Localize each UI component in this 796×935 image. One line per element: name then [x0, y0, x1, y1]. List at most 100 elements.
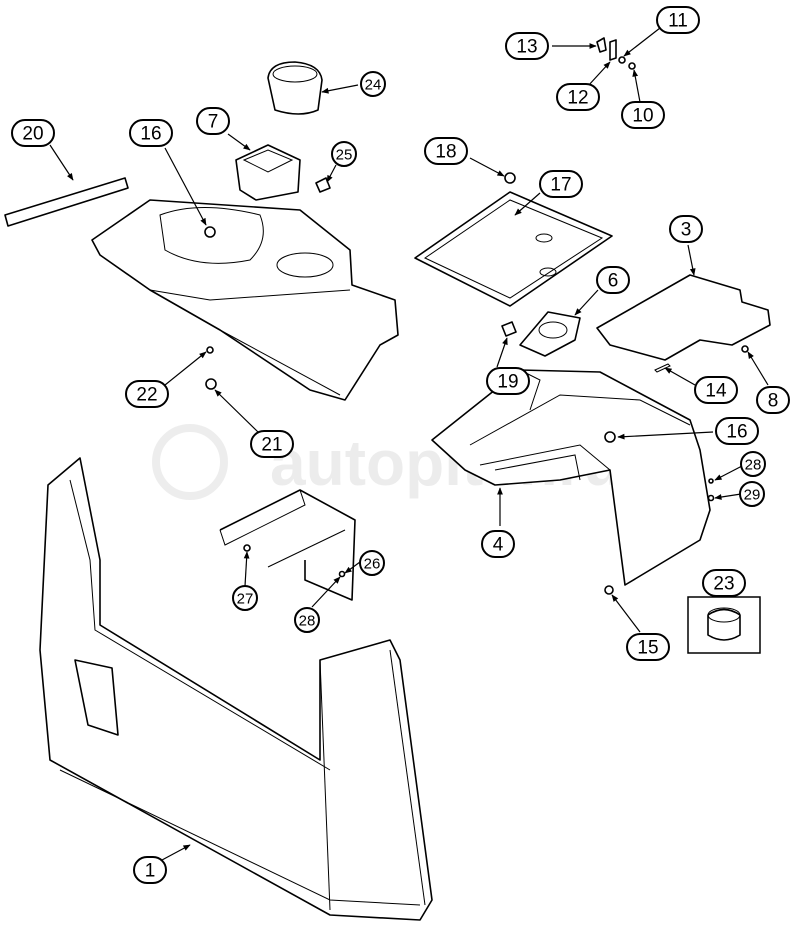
- part-14-strip: [654, 363, 671, 373]
- callout-bubble: [756, 386, 790, 414]
- callout-bubble: [739, 481, 765, 507]
- callout-bubble: [694, 376, 738, 404]
- latch-hardware: [596, 37, 636, 70]
- part-23-plug: [687, 596, 761, 654]
- part-24-cupholder: [267, 61, 323, 115]
- callout-bubble: [626, 633, 670, 661]
- callout-bubble: [556, 83, 600, 111]
- part-8-grommet: [741, 345, 749, 353]
- callout-label: 28: [745, 457, 762, 474]
- part-20-strip: [4, 177, 129, 227]
- part-17-lid: [414, 191, 613, 307]
- callout-label: 7: [208, 112, 219, 133]
- callout-26: 26: [359, 550, 385, 576]
- part-28-screw-right: [708, 478, 714, 484]
- callout-bubble: [621, 101, 665, 129]
- callout-bubble: [539, 170, 583, 198]
- callout-25: 25: [331, 141, 357, 167]
- callout-label: 13: [516, 37, 537, 58]
- callout-bubble: [481, 530, 515, 558]
- callout-bubble: [596, 266, 630, 294]
- part-28-screw-left: [338, 570, 346, 578]
- callout-6: 6: [596, 266, 630, 294]
- callout-bubble: [196, 107, 230, 135]
- callout-13: 13: [505, 32, 549, 60]
- part-22-washer: [206, 346, 214, 354]
- part-6-cupholder-insert: [519, 311, 581, 357]
- callout-label: 20: [22, 124, 43, 145]
- callout-label: 29: [744, 487, 761, 504]
- callout-bubble: [133, 856, 167, 884]
- callout-label: 21: [261, 435, 282, 456]
- callout-label: 8: [768, 391, 779, 412]
- callout-label: 6: [608, 271, 619, 292]
- callout-20: 20: [11, 119, 55, 147]
- part-19-bumper: [501, 321, 517, 337]
- callout-28: 28: [294, 607, 320, 633]
- callout-29: 29: [739, 481, 765, 507]
- callout-label: 25: [336, 147, 353, 164]
- callout-bubble: [11, 119, 55, 147]
- callout-bubble: [232, 585, 258, 611]
- part-4-console-box: [431, 369, 711, 586]
- leader-lines: [49, 27, 769, 861]
- callout-bubble: [669, 215, 703, 243]
- callout-bubble: [331, 141, 357, 167]
- callout-7: 7: [196, 107, 230, 135]
- callout-label: 10: [632, 106, 653, 127]
- callout-label: 4: [493, 535, 504, 556]
- callout-label: 1: [145, 861, 156, 882]
- callout-bubble: [250, 430, 294, 458]
- callout-23: 23: [702, 569, 746, 597]
- callout-14: 14: [694, 376, 738, 404]
- callout-label: 23: [713, 574, 734, 595]
- callout-28: 28: [740, 451, 766, 477]
- callouts: 20 16 7 24 25 13 11 12 10 18 17 3 6 19 14 8 22 21 16 28 29 4 2…: [11, 6, 790, 884]
- callout-label: 19: [497, 372, 518, 393]
- callout-10: 10: [621, 101, 665, 129]
- callout-bubble: [702, 569, 746, 597]
- part-29-washer-right: [707, 494, 715, 502]
- callout-label: 17: [550, 175, 571, 196]
- callout-bubble: [360, 71, 386, 97]
- callout-18: 18: [424, 137, 468, 165]
- callout-label: 3: [681, 220, 692, 241]
- callout-11: 11: [656, 6, 700, 34]
- callout-12: 12: [556, 83, 600, 111]
- callout-16: 16: [715, 417, 759, 445]
- callout-label: 15: [637, 638, 658, 659]
- callout-label: 18: [435, 142, 456, 163]
- callout-15: 15: [626, 633, 670, 661]
- upper-console-panel: [91, 199, 399, 401]
- callout-label: 16: [726, 422, 747, 443]
- callout-bubble: [125, 380, 169, 408]
- callout-3: 3: [669, 215, 703, 243]
- callout-label: 12: [567, 88, 588, 109]
- part-26-bracket: [219, 489, 356, 601]
- callout-17: 17: [539, 170, 583, 198]
- callout-bubble: [294, 607, 320, 633]
- part-18-knob: [504, 172, 516, 184]
- part-25-clip: [315, 177, 331, 193]
- callout-bubble: [424, 137, 468, 165]
- callout-label: 26: [364, 556, 381, 573]
- callout-bubble: [656, 6, 700, 34]
- part-27-screw: [243, 544, 251, 552]
- part-1-lower-trim: [39, 457, 433, 921]
- callout-bubble: [715, 417, 759, 445]
- callout-21: 21: [250, 430, 294, 458]
- callout-22: 22: [125, 380, 169, 408]
- callout-bubble: [486, 367, 530, 395]
- callout-label: 28: [299, 613, 316, 630]
- callout-1: 1: [133, 856, 167, 884]
- callout-label: 11: [668, 11, 688, 32]
- callout-16: 16: [129, 119, 173, 147]
- callout-label: 27: [237, 591, 254, 608]
- callout-bubble: [129, 119, 173, 147]
- callout-label: 24: [365, 77, 382, 94]
- callout-label: 22: [136, 385, 157, 406]
- callout-bubble: [505, 32, 549, 60]
- callout-4: 4: [481, 530, 515, 558]
